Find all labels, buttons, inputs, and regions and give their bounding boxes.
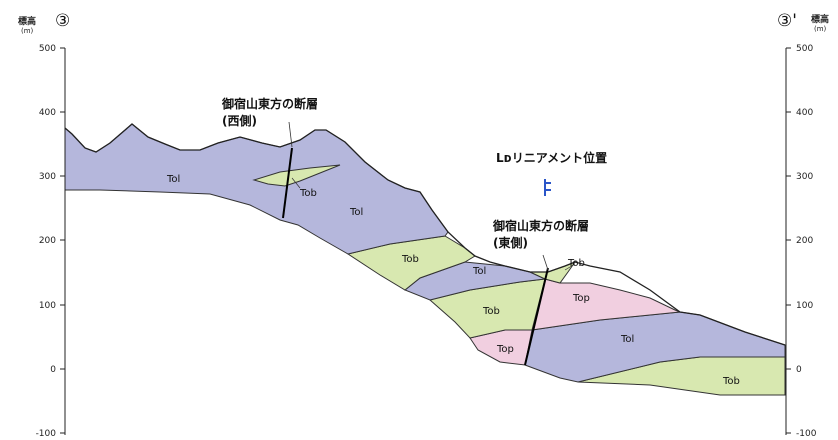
fault-west-sublabel: (西側) bbox=[222, 113, 257, 128]
leader-east bbox=[542, 254, 549, 271]
label-tob-3: Tob bbox=[567, 258, 585, 269]
unit-tol-main bbox=[64, 123, 449, 255]
right-tick-200: 200 bbox=[796, 236, 813, 246]
lineament-label: Lᴅリニアメント位置 bbox=[496, 150, 607, 165]
left-tick-200: 200 bbox=[39, 236, 56, 246]
label-tol-3: Tol bbox=[472, 266, 486, 277]
label-tol-2: Tol bbox=[349, 207, 363, 218]
left-tick-minus100: -100 bbox=[36, 429, 57, 439]
left-section-marker: ③ bbox=[55, 11, 70, 31]
label-tol-1: Tol bbox=[166, 174, 180, 185]
fault-east-label: 御宿山東方の断層 bbox=[492, 218, 589, 233]
left-tick-300: 300 bbox=[39, 172, 56, 182]
label-top-1: Top bbox=[572, 293, 590, 304]
label-tob-1: Tob bbox=[299, 188, 317, 199]
left-tick-500: 500 bbox=[39, 44, 56, 54]
left-unit-sub: (m) bbox=[21, 27, 34, 35]
label-top-2: Top bbox=[496, 344, 514, 355]
right-tick-500: 500 bbox=[796, 44, 813, 54]
right-tick-400: 400 bbox=[796, 108, 813, 118]
label-tob-5: Tob bbox=[722, 376, 740, 387]
fault-line-east bbox=[524, 267, 549, 366]
right-tick-minus100: -100 bbox=[796, 429, 817, 439]
right-tick-0: 0 bbox=[796, 365, 802, 375]
label-tol-4: Tol bbox=[620, 334, 634, 345]
unit-top-right bbox=[531, 278, 681, 331]
topographic-surface bbox=[64, 123, 786, 346]
right-tick-100: 100 bbox=[796, 301, 813, 311]
right-unit-sub: (m) bbox=[814, 25, 827, 33]
fault-line-west bbox=[282, 147, 293, 219]
right-unit-label: 標高 bbox=[811, 13, 829, 25]
lineament-marker bbox=[544, 179, 551, 196]
right-axis-ticks bbox=[786, 47, 791, 434]
left-axis-ticks bbox=[60, 47, 65, 434]
left-tick-100: 100 bbox=[39, 301, 56, 311]
left-tick-0: 0 bbox=[50, 365, 56, 375]
leader-west bbox=[288, 121, 293, 148]
left-unit-label: 標高 bbox=[18, 15, 36, 27]
leader-tob-small bbox=[564, 263, 576, 271]
fault-west-label: 御宿山東方の断層 bbox=[221, 96, 318, 111]
right-section-marker: ③' bbox=[777, 11, 797, 31]
label-tob-2: Tob bbox=[401, 254, 419, 265]
label-tob-4: Tob bbox=[482, 306, 500, 317]
right-tick-300: 300 bbox=[796, 172, 813, 182]
left-tick-400: 400 bbox=[39, 108, 56, 118]
leader-tob-lens bbox=[291, 177, 301, 189]
fault-east-sublabel: (東側) bbox=[493, 235, 528, 250]
